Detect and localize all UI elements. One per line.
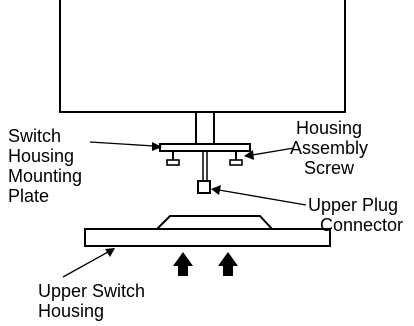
leader-upper-housing	[62, 248, 115, 278]
left-screw	[166, 151, 180, 166]
cabinet-body	[59, 0, 346, 113]
label-assembly-screw: Housing Assembly Screw	[290, 118, 369, 178]
right-screw	[229, 151, 243, 166]
leader-mounting-plate	[89, 141, 162, 151]
label-upper-switch-housing: Upper Switch Housing	[38, 281, 146, 321]
up-arrow	[173, 252, 193, 276]
mounting-plate	[159, 143, 251, 152]
plug-connector	[197, 180, 211, 194]
leader-assembly-screw	[244, 147, 295, 160]
upper-switch-housing	[84, 228, 331, 247]
leader-plug-connector	[211, 185, 307, 206]
label-plug-connector: Upper Plug Connector	[308, 195, 404, 235]
support-post	[195, 111, 215, 145]
up-arrow	[218, 252, 238, 276]
upper-switch-housing-top	[156, 215, 273, 230]
label-mounting-plate: Switch Housing Mounting Plate	[8, 126, 83, 206]
